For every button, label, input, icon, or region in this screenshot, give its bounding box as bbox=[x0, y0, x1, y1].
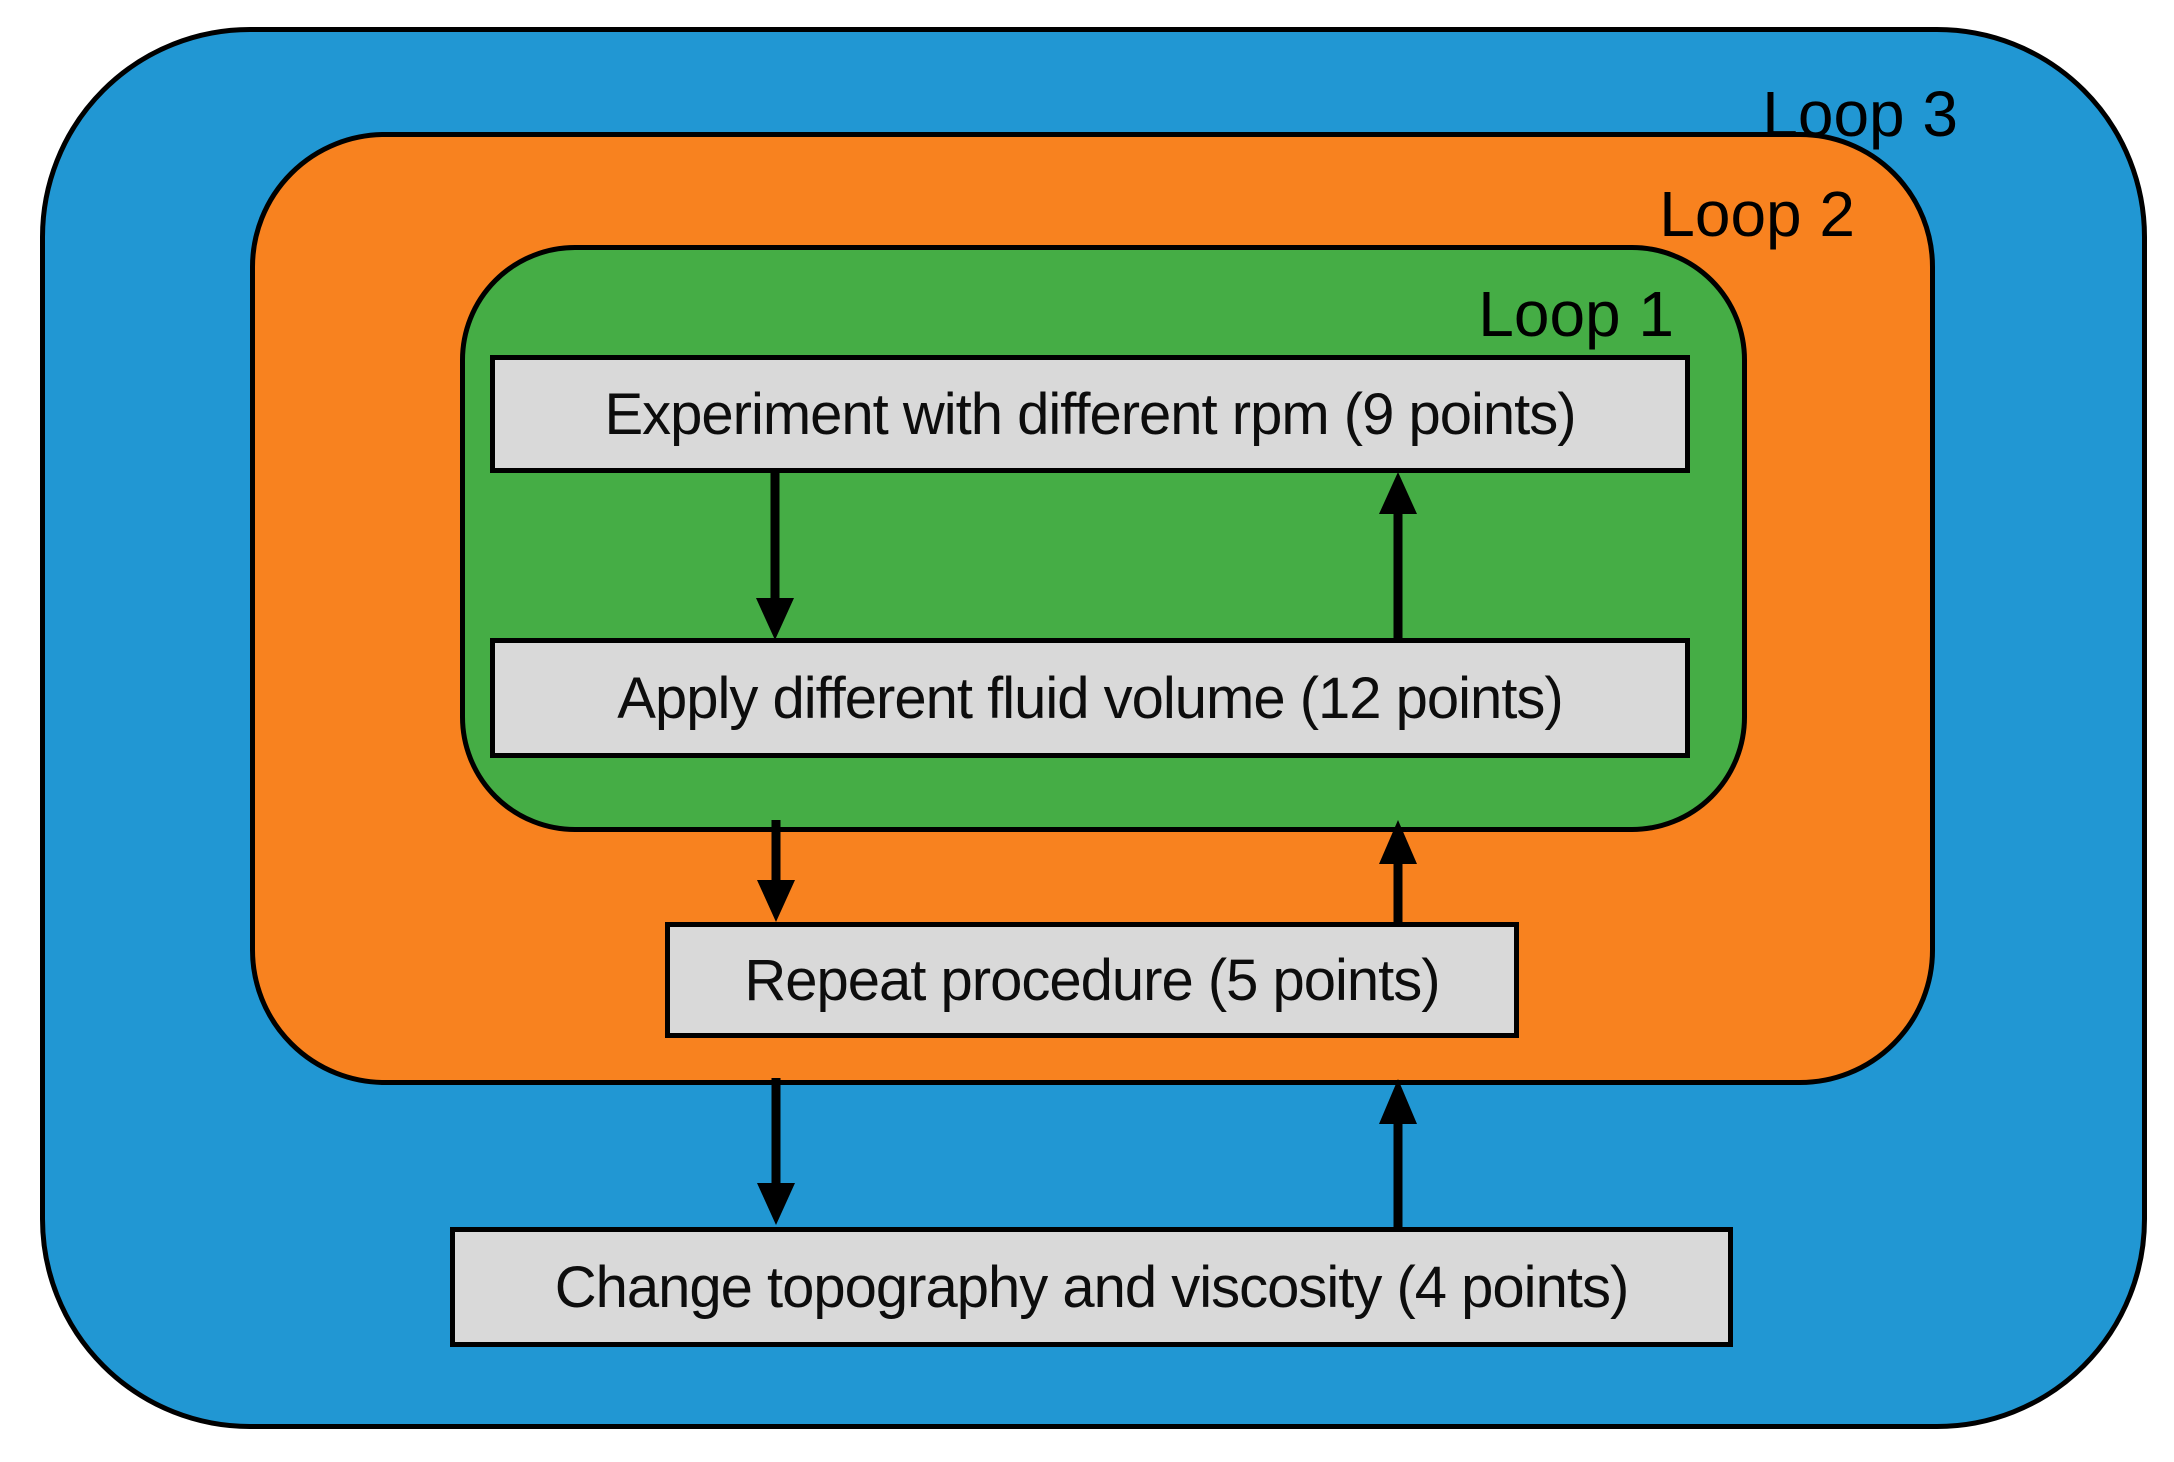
step-box-change-topography-viscosity: Change topography and viscosity (4 point… bbox=[450, 1227, 1733, 1347]
step-box-experiment-rpm: Experiment with different rpm (9 points) bbox=[490, 355, 1690, 473]
loop1-label: Loop 1 bbox=[1478, 278, 1674, 350]
step-box-repeat-procedure: Repeat procedure (5 points) bbox=[665, 922, 1519, 1038]
loop2-label: Loop 2 bbox=[1659, 178, 1855, 250]
step-box-apply-fluid-volume: Apply different fluid volume (12 points) bbox=[490, 638, 1690, 758]
